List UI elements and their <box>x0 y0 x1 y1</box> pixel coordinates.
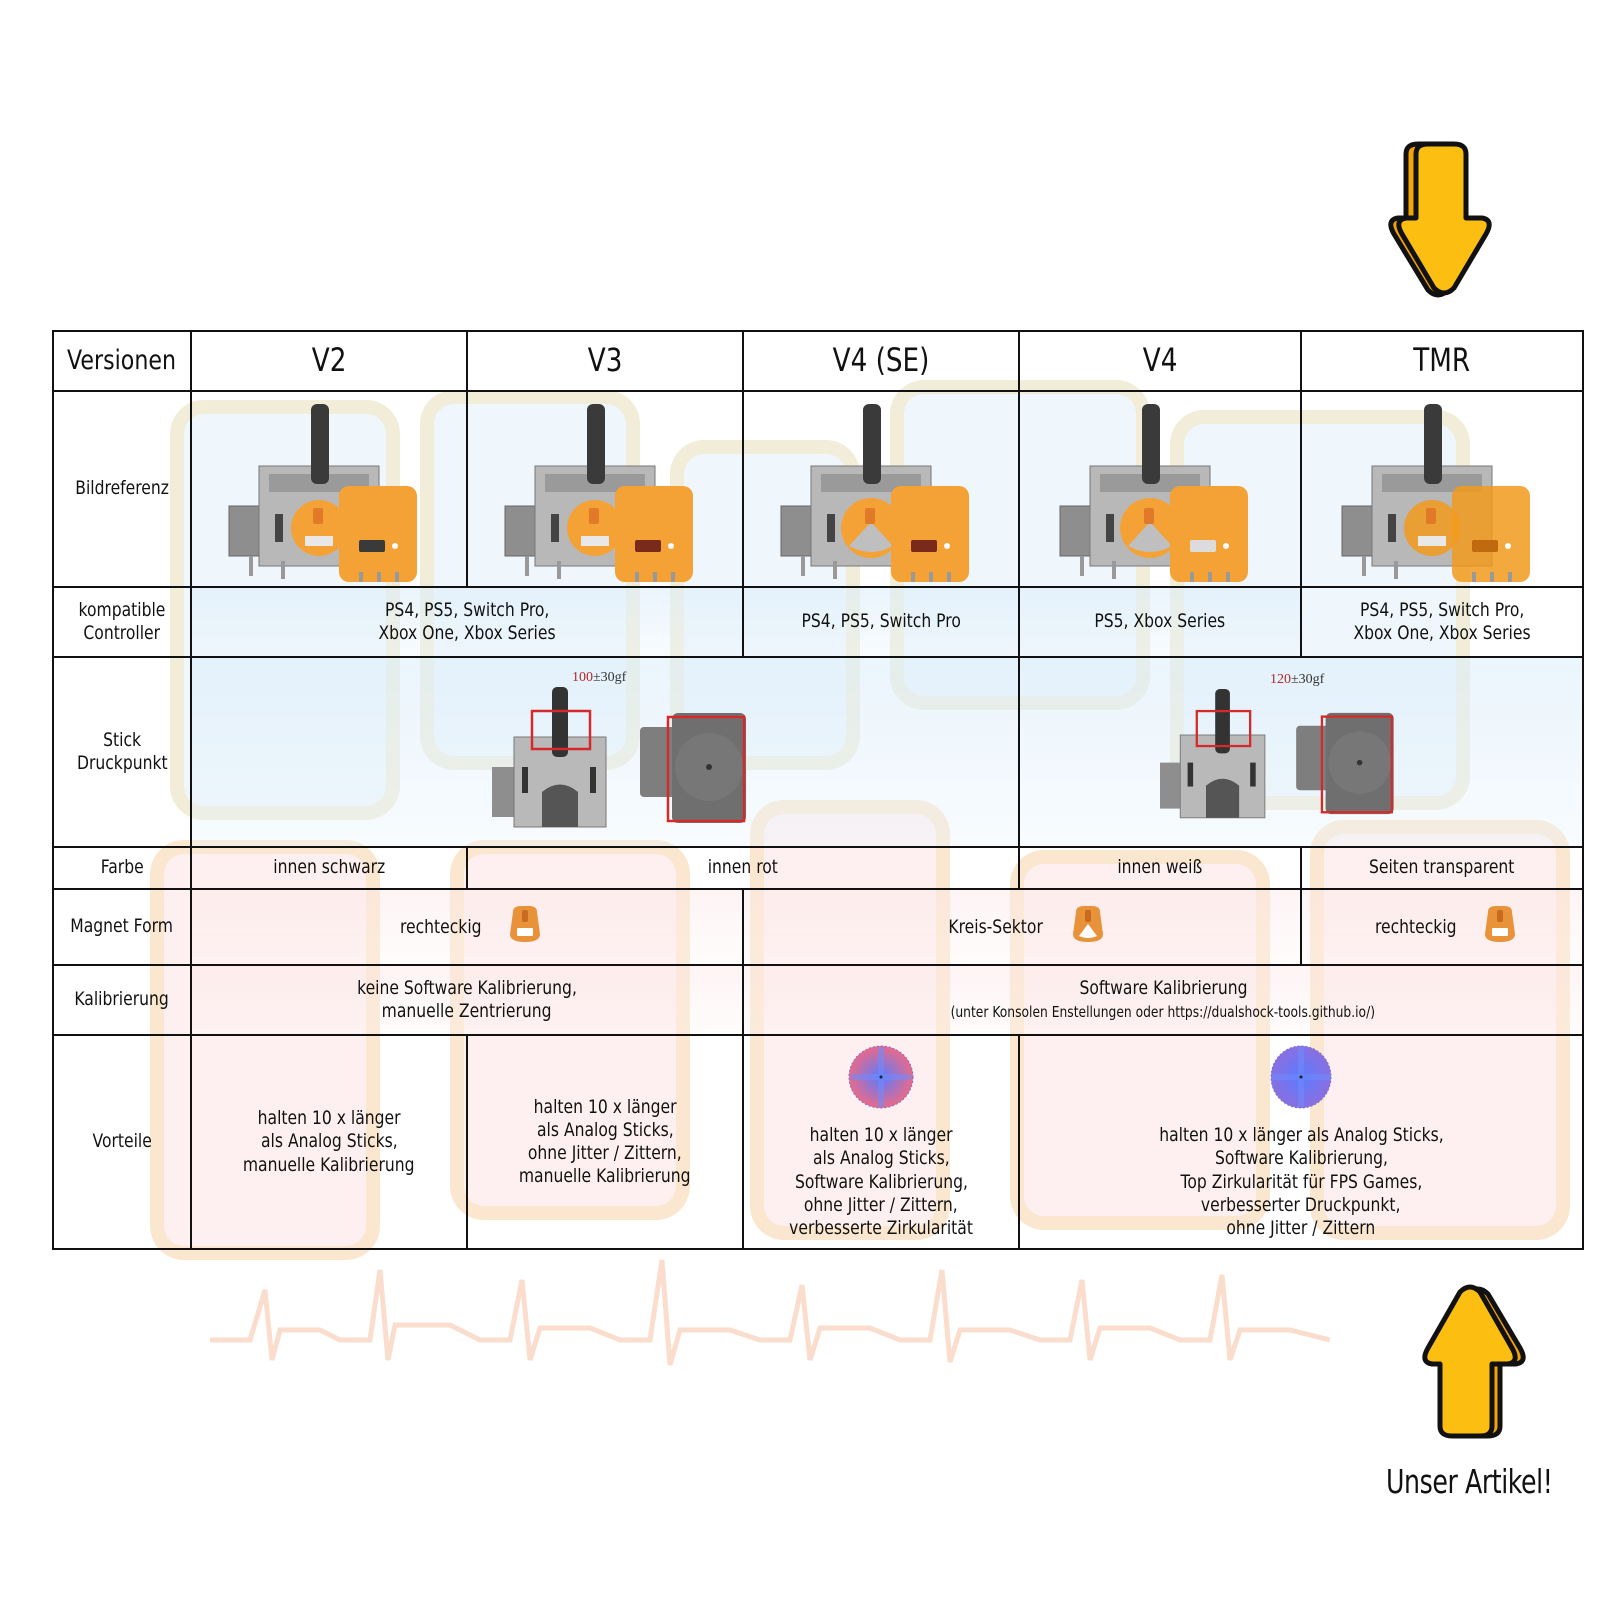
image-reference-row: Bildreferenz <box>52 390 1584 588</box>
advantage-line: als Analog Sticks, <box>812 1147 950 1170</box>
calibration-row: Kalibrierung keine Software Kalibrierung… <box>52 964 1584 1036</box>
advantage-line: halten 10 x länger <box>533 1095 677 1118</box>
image-v2 <box>190 390 468 588</box>
row-label-calibration: Kalibrierung <box>52 964 192 1036</box>
pressure-diagram-100gf <box>492 687 762 843</box>
advantage-line: Software Kalibrierung, <box>794 1170 968 1193</box>
advantage-line: halten 10 x länger als Analog Sticks, <box>1158 1124 1444 1147</box>
calibration-v2-v3: keine Software Kalibrierung,manuelle Zen… <box>190 964 744 1036</box>
comparison-table: Versionen V2 V3 V4 (SE) V4 TMR Bildrefer… <box>52 330 1584 1250</box>
row-label-advantages: Vorteile <box>52 1034 192 1250</box>
magnet-shape-row: Magnet Form rechteckig Kreis-Sektor rech… <box>52 888 1584 966</box>
row-label-image-reference: Bildreferenz <box>52 390 192 588</box>
advantage-line: ohne Jitter / Zittern, <box>528 1142 682 1164</box>
pressure-v2-v4se: 100±30gf <box>190 656 1020 848</box>
version-header-v4: V4 <box>1018 330 1302 392</box>
color-tmr: Seiten transparent <box>1300 846 1584 890</box>
image-v4se <box>742 390 1020 588</box>
compat-v2-v3: PS4, PS5, Switch Pro,Xbox One, Xbox Seri… <box>190 586 744 658</box>
advantage-line: halten 10 x länger <box>257 1107 401 1130</box>
advantage-line: halten 10 x länger <box>809 1124 953 1147</box>
rectangular-magnet-icon <box>507 904 543 950</box>
advantage-line: manuelle Kalibrierung <box>243 1153 415 1176</box>
advantage-line: als Analog Sticks, <box>536 1118 674 1141</box>
circularity-plot-v4se <box>744 1044 1018 1116</box>
row-label-color: Farbe <box>52 846 192 890</box>
advantage-line: manuelle Kalibrierung <box>519 1165 691 1188</box>
joystick-module-tmr-image <box>1302 396 1582 582</box>
compat-v4: PS5, Xbox Series <box>1018 586 1302 658</box>
pressure-diagram-120gf <box>1160 689 1408 833</box>
compat-v4se: PS4, PS5, Switch Pro <box>742 586 1020 658</box>
magnet-v2-v3: rechteckig <box>190 888 744 966</box>
advantages-v4-tmr: halten 10 x länger als Analog Sticks,Sof… <box>1018 1034 1584 1250</box>
version-header-tmr: TMR <box>1300 330 1584 392</box>
magnet-tmr: rechteckig <box>1300 888 1584 966</box>
row-label-magnet-shape: Magnet Form <box>52 888 192 966</box>
compat-tmr: PS4, PS5, Switch Pro,Xbox One, Xbox Seri… <box>1300 586 1584 658</box>
joystick-module-v4se-image <box>744 396 1018 582</box>
calibration-v4se-tmr: Software Kalibrierung (unter Konsolen En… <box>742 964 1584 1036</box>
advantage-line: Software Kalibrierung, <box>1214 1147 1388 1170</box>
advantage-line: ohne Jitter / Zittern, <box>804 1193 958 1216</box>
circularity-plot-v4-tmr <box>1020 1044 1582 1116</box>
pressure-value-120: 120±30gf <box>1270 672 1325 687</box>
circle-sector-magnet-icon <box>1070 904 1106 950</box>
version-header-v2: V2 <box>190 330 468 392</box>
our-article-callout: Unser Artikel! <box>1386 1462 1553 1501</box>
advantage-line: Top Zirkularität für FPS Games, <box>1180 1170 1422 1193</box>
row-label-versions: Versionen <box>52 330 192 392</box>
color-v4: innen weiß <box>1018 846 1302 890</box>
joystick-module-v2-image <box>192 396 466 582</box>
color-row: Farbe innen schwarz innen rot innen weiß… <box>52 846 1584 890</box>
color-v2: innen schwarz <box>190 846 468 890</box>
advantage-line: verbesserter Druckpunkt, <box>1201 1193 1401 1216</box>
color-v3-v4se: innen rot <box>466 846 1020 890</box>
image-v3 <box>466 390 744 588</box>
header-row: Versionen V2 V3 V4 (SE) V4 TMR <box>52 330 1584 392</box>
pressure-v4-tmr: 120±30gf <box>1018 656 1584 848</box>
arrow-down-icon <box>1388 141 1492 298</box>
arrow-up-icon <box>1422 1284 1526 1439</box>
version-header-v4se: V4 (SE) <box>742 330 1020 392</box>
joystick-module-v4-image <box>1020 396 1300 582</box>
advantage-line: verbesserte Zirkularität <box>789 1216 973 1239</box>
image-v4 <box>1018 390 1302 588</box>
advantage-line: ohne Jitter / Zittern <box>1226 1216 1376 1239</box>
pressure-value-100: 100±30gf <box>572 670 627 685</box>
version-header-v3: V3 <box>466 330 744 392</box>
advantage-line: als Analog Sticks, <box>260 1130 398 1153</box>
ecg-line-decoration <box>210 1259 1330 1366</box>
rectangular-magnet-icon <box>1482 904 1518 950</box>
image-tmr <box>1300 390 1584 588</box>
joystick-module-v3-image <box>468 396 742 582</box>
magnet-v4se-v4: Kreis-Sektor <box>742 888 1302 966</box>
